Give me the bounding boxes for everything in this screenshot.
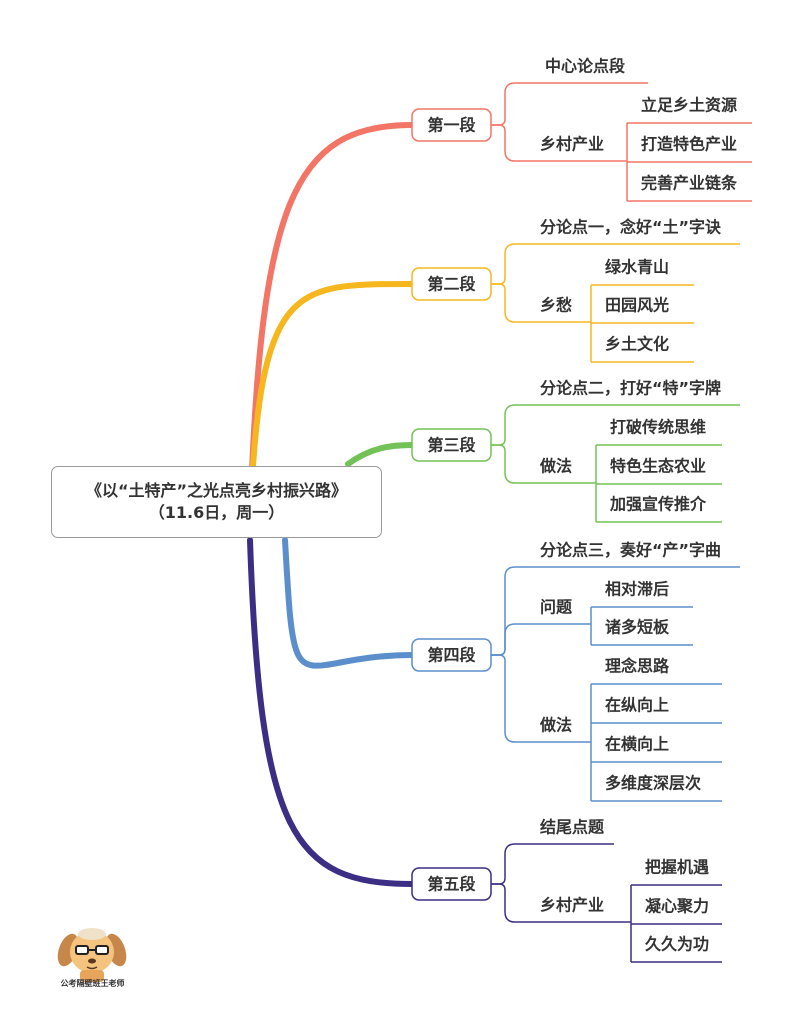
sub-connector-line [491, 883, 530, 923]
sub-connector-line [491, 566, 530, 656]
leaf-node[interactable]: 特色生态农业 [610, 457, 706, 476]
sub-node-label: 分论点一，念好“土”字诀 [540, 218, 722, 237]
leaf-node[interactable]: 加强宣传推介 [609, 495, 707, 514]
leaf-node-label: 久久为功 [645, 935, 709, 954]
sub-node[interactable]: 分论点一，念好“土”字诀 [540, 218, 722, 237]
sub-connector-line [491, 82, 535, 126]
connector-layer [247, 82, 752, 963]
leaf-node-label: 加强宣传推介 [609, 495, 707, 514]
branch-node-box [411, 108, 492, 142]
sub-node-label: 分论点二，打好“特”字牌 [540, 379, 721, 398]
leaf-node[interactable]: 打破传统思维 [610, 418, 706, 437]
branch-trunk-line [345, 442, 415, 467]
leaf-node[interactable]: 完善产业链条 [641, 174, 738, 193]
sub-node-label: 结尾点题 [539, 818, 605, 837]
branch-node-label: 第二段 [427, 275, 476, 294]
sub-node-label: 做法 [539, 457, 572, 476]
branch-node[interactable]: 第四段 [411, 638, 492, 672]
sub-connector-line [491, 623, 530, 656]
leaf-node-label: 绿水青山 [605, 258, 669, 277]
sub-node-label: 乡愁 [540, 296, 572, 315]
leaf-node[interactable]: 诸多短板 [605, 618, 670, 637]
sub-connector-line [491, 654, 530, 743]
sub-node[interactable]: 乡愁 [540, 296, 572, 315]
leaf-node[interactable]: 凝心聚力 [645, 897, 709, 916]
sub-connector-line [491, 843, 530, 885]
leaf-node-label: 在纵向上 [605, 696, 669, 715]
leaf-node-label: 乡土文化 [605, 335, 669, 354]
root-topic[interactable]: 《以“土特产”之光点亮乡村振兴路》 （11.6日，周一） [51, 466, 382, 538]
branch-node[interactable]: 第二段 [411, 267, 492, 301]
leaf-node-label: 完善产业链条 [641, 174, 738, 193]
sub-connector-line [491, 124, 530, 162]
sub-node[interactable]: 结尾点题 [539, 818, 605, 837]
sub-node[interactable]: 中心论点段 [545, 57, 626, 76]
leaf-node-label: 相对滞后 [605, 580, 669, 599]
leaf-node-label: 打破传统思维 [610, 418, 706, 437]
leaf-node[interactable]: 把握机遇 [645, 858, 709, 877]
leaf-node-label: 打造特色产业 [641, 135, 737, 154]
sub-connector-line [491, 444, 530, 484]
mascot-caption: 公考隔壁班王老师 [60, 979, 125, 988]
leaf-node-label: 凝心聚力 [645, 897, 709, 916]
leaf-node-label: 把握机遇 [645, 858, 709, 877]
sub-node-label: 问题 [540, 598, 573, 617]
sub-node[interactable]: 分论点二，打好“特”字牌 [540, 379, 721, 398]
leaf-node[interactable]: 打造特色产业 [641, 135, 737, 154]
leaf-node[interactable]: 多维度深层次 [605, 774, 701, 793]
leaf-node[interactable]: 在纵向上 [605, 696, 669, 715]
sub-node-label: 乡村产业 [540, 896, 604, 915]
leaf-node[interactable]: 立足乡土资源 [641, 96, 737, 115]
branch-node-label: 第四段 [427, 646, 476, 665]
sub-connector-line [491, 243, 530, 285]
leaf-node[interactable]: 久久为功 [645, 935, 709, 954]
sub-node-label: 乡村产业 [540, 135, 604, 154]
leaf-node[interactable]: 绿水青山 [605, 258, 669, 277]
sub-node[interactable]: 分论点三，奏好“产”字曲 [540, 541, 721, 560]
sub-connector-line [491, 283, 530, 323]
branch-node[interactable]: 第一段 [411, 108, 492, 142]
leaf-node[interactable]: 乡土文化 [605, 335, 669, 354]
root-date: （11.6日，周一） [148, 503, 285, 522]
sub-node[interactable]: 做法 [539, 457, 572, 476]
branch-trunk-line [247, 537, 415, 887]
sub-node-label: 做法 [539, 716, 572, 735]
leaf-node-label: 理念思路 [605, 657, 670, 676]
sub-node-label: 中心论点段 [545, 57, 626, 76]
branch-node[interactable]: 第五段 [411, 867, 492, 901]
leaf-node[interactable]: 理念思路 [605, 657, 670, 676]
branch-node-label: 第五段 [427, 875, 476, 894]
leaf-node-label: 特色生态农业 [610, 457, 706, 476]
sub-node[interactable]: 乡村产业 [540, 896, 604, 915]
root-title: 《以“土特产”之光点亮乡村振兴路》 [85, 481, 348, 500]
sub-node[interactable]: 做法 [539, 716, 572, 735]
leaf-node[interactable]: 相对滞后 [605, 580, 669, 599]
cartoon-dog-teacher-icon [57, 928, 127, 982]
sub-node-label: 分论点三，奏好“产”字曲 [540, 541, 721, 560]
leaf-node-label: 田园风光 [605, 296, 669, 315]
branch-trunk-line [247, 280, 415, 523]
leaf-node[interactable]: 田园风光 [605, 296, 669, 315]
branch-node-box [411, 638, 492, 672]
leaf-node-label: 在横向上 [605, 735, 669, 754]
leaf-node-label: 诸多短板 [605, 618, 670, 637]
branch-node-box [411, 867, 492, 901]
sub-node[interactable]: 问题 [540, 598, 573, 617]
branch-node-label: 第一段 [427, 116, 476, 135]
branch-node[interactable]: 第三段 [411, 428, 492, 462]
sub-connector-line [491, 404, 530, 446]
branch-node-box [411, 428, 492, 462]
branch-trunk-line [282, 537, 415, 669]
branch-node-label: 第三段 [427, 436, 476, 455]
branch-node-box [411, 267, 492, 301]
sub-node[interactable]: 乡村产业 [540, 135, 604, 154]
branch-trunk-line [247, 122, 415, 527]
leaf-node-label: 多维度深层次 [605, 774, 701, 793]
leaf-node[interactable]: 在横向上 [605, 735, 669, 754]
leaf-node-label: 立足乡土资源 [641, 96, 737, 115]
